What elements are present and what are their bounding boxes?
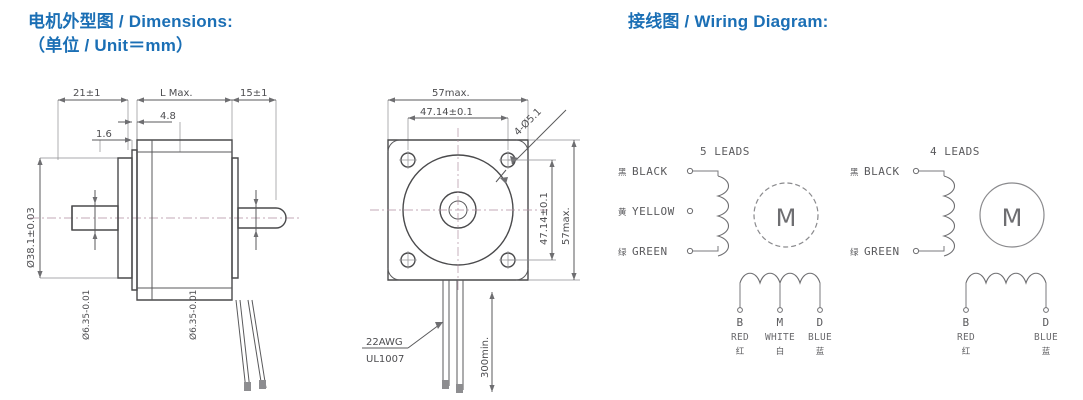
five-leads-bottom-node-2 — [817, 307, 823, 313]
four-leads-heading: 4 LEADS — [930, 145, 980, 158]
five-leads-term-0-cn: 黑 — [618, 168, 627, 178]
five-leads-bottom-node-0 — [737, 307, 743, 313]
four-leads-bottom-en-1: BLUE — [1034, 332, 1058, 343]
five-leads-bottom-cn-2: 蓝 — [816, 346, 825, 357]
five-leads-bottom-en-1: WHITE — [765, 332, 795, 343]
five-leads-bottom-cn-1: 白 — [776, 346, 785, 357]
dim-bolt-circle-vertical: 47.14±0.1 — [539, 192, 550, 245]
five-leads-coil-horizontal — [739, 272, 821, 285]
five-leads-bottom-letter-1: M — [776, 316, 783, 329]
four-leads-motor-symbol: M — [1002, 204, 1023, 232]
five-leads-diagram: 5 LEADS 黑 BLACK 黄 YELLOW 绿 GREEN M — [618, 145, 832, 357]
dim-shaft-diameter-left: Ø6.35-0.01 — [81, 290, 92, 340]
five-leads-term-1-cn: 黄 — [618, 207, 627, 218]
dimensions-title: 电机外型图 / Dimensions: （单位 / Unit＝mm） — [28, 10, 233, 58]
four-leads-motor-circle — [979, 182, 1045, 248]
four-leads-bottom-letter-0: B — [962, 316, 969, 329]
five-leads-bottom-cn-0: 红 — [736, 346, 745, 357]
dim-pilot-diameter: Ø38.1±0.03 — [25, 207, 37, 268]
dim-flat-thickness: 1.6 — [96, 129, 112, 140]
four-leads-node-1 — [912, 247, 920, 255]
wire-gauge-label: 22AWG — [366, 337, 403, 348]
five-leads-term-2-cn: 绿 — [618, 247, 627, 258]
four-leads-bottom-cn-1: 蓝 — [1042, 346, 1051, 357]
dim-step: 4.8 — [160, 111, 176, 122]
dim-outer-height: 57max. — [561, 207, 572, 245]
five-leads-node-2 — [686, 247, 694, 255]
front-flange — [131, 149, 138, 291]
dim-front-length: 21±1 — [73, 88, 100, 99]
four-leads-term-0-en: BLACK — [864, 165, 900, 178]
dim-bolt-circle-horizontal: 47.14±0.1 — [420, 107, 473, 118]
four-leads-diagram: 4 LEADS 黑 BLACK 绿 GREEN M B RED 红 D BLUE… — [850, 145, 1058, 357]
five-leads-node-0 — [686, 167, 694, 175]
front-wire-tip-right — [456, 384, 463, 393]
rear-endcap — [231, 157, 239, 279]
five-leads-term-0-en: BLACK — [632, 165, 668, 178]
wiring-title: 接线图 / Wiring Diagram: — [628, 12, 829, 31]
five-leads-term-1-en: YELLOW — [632, 205, 675, 218]
five-leads-coil-vertical — [716, 175, 730, 257]
four-leads-coil-horizontal — [965, 272, 1047, 285]
five-leads-heading: 5 LEADS — [700, 145, 750, 158]
five-leads-bottom-en-0: RED — [731, 332, 749, 343]
five-leads-node-1 — [686, 207, 694, 215]
dimensions-title-line1: 电机外型图 / Dimensions: — [28, 12, 233, 31]
four-leads-bottom-letter-1: D — [1042, 316, 1049, 329]
four-leads-bottom-cn-0: 红 — [962, 346, 971, 357]
five-leads-bottom-letter-0: B — [736, 316, 743, 329]
five-leads-bottom-node-1 — [777, 307, 783, 313]
five-leads-bottom-letter-2: D — [816, 316, 823, 329]
front-wire-tip-left — [442, 380, 449, 389]
four-leads-bottom-node-1 — [1043, 307, 1049, 313]
dimensions-title-line2: （单位 / Unit＝mm） — [28, 36, 194, 55]
wire-spec-label: UL1007 — [366, 354, 404, 365]
four-leads-term-0-cn: 黑 — [850, 168, 859, 178]
wire-tip-right — [259, 380, 266, 389]
four-leads-bottom-node-0 — [963, 307, 969, 313]
five-leads-bottom-en-2: BLUE — [808, 332, 832, 343]
four-leads-bottom-en-0: RED — [957, 332, 975, 343]
five-leads-motor-symbol: M — [776, 204, 797, 232]
four-leads-term-1-cn: 绿 — [850, 247, 859, 258]
wire-length-label: 300min. — [480, 337, 491, 378]
dim-outer-width: 57max. — [432, 88, 470, 99]
five-leads-term-2-en: GREEN — [632, 245, 668, 258]
wiring-diagrams: 5 LEADS 黑 BLACK 黄 YELLOW 绿 GREEN M — [618, 145, 1058, 357]
dim-rear-length: 15±1 — [240, 88, 267, 99]
dim-body-length: L Max. — [160, 88, 193, 99]
wire-tip-left — [244, 382, 251, 391]
four-leads-coil-vertical — [942, 175, 956, 257]
four-leads-term-1-en: GREEN — [864, 245, 900, 258]
four-leads-node-0 — [912, 167, 920, 175]
motor-body — [136, 139, 233, 301]
side-view-drawing: 21±1 L Max. 15±1 4.8 1 — [25, 88, 580, 393]
five-leads-motor-circle — [753, 182, 819, 248]
dim-shaft-diameter-right: Ø6.35-0.01 — [188, 290, 199, 340]
rear-shaft — [237, 207, 287, 229]
